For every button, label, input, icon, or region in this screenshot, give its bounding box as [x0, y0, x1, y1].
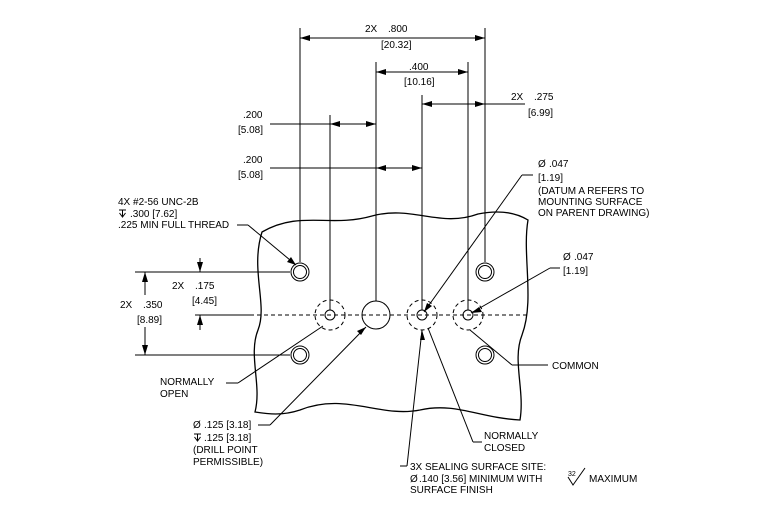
callout-sealing-surface: 3X SEALING SURFACE SITE: Ø .140 [3.56] M… [400, 329, 637, 496]
sealing-line2b: MAXIMUM [589, 474, 637, 485]
diameter-symbol: Ø [193, 420, 201, 431]
dim-value: .350 [143, 300, 163, 311]
dim-metric: [10.16] [404, 77, 435, 88]
callout-common: COMMON [469, 329, 599, 372]
center-line1: .125 [3.18] [204, 420, 251, 431]
closed-line1: NORMALLY [484, 431, 539, 442]
sealing-line2a: .140 [3.56] MINIMUM WITH [419, 474, 542, 485]
diameter-symbol: Ø [538, 159, 546, 170]
center-line2: .125 [3.18] [204, 433, 251, 444]
dim-value: .800 [388, 24, 408, 35]
dim-qty: 2X [172, 281, 185, 292]
dim-value: .175 [195, 281, 215, 292]
diameter-symbol: Ø [563, 252, 571, 263]
callout-normally-closed: NORMALLY CLOSED [427, 327, 539, 454]
closed-line2: CLOSED [484, 443, 525, 454]
dim-metric: [8.89] [137, 315, 162, 326]
dim-metric: [4.45] [192, 296, 217, 307]
extension-lines [135, 28, 486, 356]
dim-value: .200 [243, 155, 263, 166]
callout-thread: 4X #2-56 UNC-2B .300 [7.62] .225 MIN FUL… [118, 197, 297, 266]
dim-value: .400 [409, 62, 429, 73]
dim-side-spacing: 2X .275 [6.99] [422, 92, 554, 119]
common-metric: [1.19] [563, 266, 588, 277]
datum-note3: ON PARENT DRAWING) [538, 208, 649, 219]
part-outline [253, 211, 529, 421]
dim-center-spacing: .400 [10.16] [376, 62, 468, 88]
datum-note1: (DATUM A REFERS TO [538, 186, 644, 197]
center-line3: (DRILL POINT [193, 445, 258, 456]
open-line2: OPEN [160, 389, 188, 400]
thread-hole-bottom-left [290, 345, 310, 365]
thread-line2: .300 [7.62] [130, 209, 177, 220]
dim-overall-spacing: 2X .800 [20.32] [300, 24, 485, 51]
roughness-value: 32 [568, 471, 576, 478]
depth-symbol-icon [119, 209, 126, 218]
surface-finish-icon: 32 [567, 467, 586, 486]
dim-value: .275 [534, 92, 554, 103]
thread-hole-bottom-right [475, 345, 495, 365]
dim-qty: 2X [511, 92, 524, 103]
thread-hole-top-left [290, 262, 310, 282]
dim-value: .200 [243, 110, 263, 121]
dim-metric: [5.08] [238, 125, 263, 136]
dim-qty: 2X [365, 24, 378, 35]
callout-common-hole: Ø .047 [1.19] [470, 252, 594, 314]
dim-qty: 2X [120, 300, 133, 311]
common-label: COMMON [552, 361, 599, 372]
dim-left-offset-upper: .200 [5.08] [238, 110, 376, 136]
datum-note2: MOUNTING SURFACE [538, 197, 643, 208]
dim-metric: [5.08] [238, 170, 263, 181]
callout-normally-open: NORMALLY OPEN [160, 325, 324, 400]
open-line1: NORMALLY [160, 377, 215, 388]
datum-diameter: .047 [549, 159, 569, 170]
datum-metric: [1.19] [538, 173, 563, 184]
sealing-line3: SURFACE FINISH [410, 485, 493, 496]
dim-vertical-full: 2X .350 [8.89] [120, 272, 163, 355]
dim-left-offset-lower: .200 [5.08] [238, 155, 422, 181]
thread-line3: .225 MIN FULL THREAD [118, 220, 229, 231]
dim-metric: [6.99] [528, 108, 553, 119]
dim-metric: [20.32] [381, 40, 412, 51]
thread-holes [290, 262, 495, 365]
depth-symbol-icon [194, 433, 201, 442]
callout-datum-hole: Ø .047 [1.19] (DATUM A REFERS TO MOUNTIN… [423, 159, 649, 313]
dim-vertical-half: 2X .175 [4.45] [172, 258, 217, 330]
thread-hole-top-right [475, 262, 495, 282]
common-diameter: .047 [574, 252, 594, 263]
diameter-symbol: Ø [410, 474, 418, 485]
thread-line1: 4X #2-56 UNC-2B [118, 197, 199, 208]
center-line4: PERMISSIBLE) [193, 457, 263, 468]
callout-center-hole: Ø .125 [3.18] .125 [3.18] (DRILL POINT P… [193, 326, 367, 468]
sealing-line1: 3X SEALING SURFACE SITE: [410, 462, 546, 473]
